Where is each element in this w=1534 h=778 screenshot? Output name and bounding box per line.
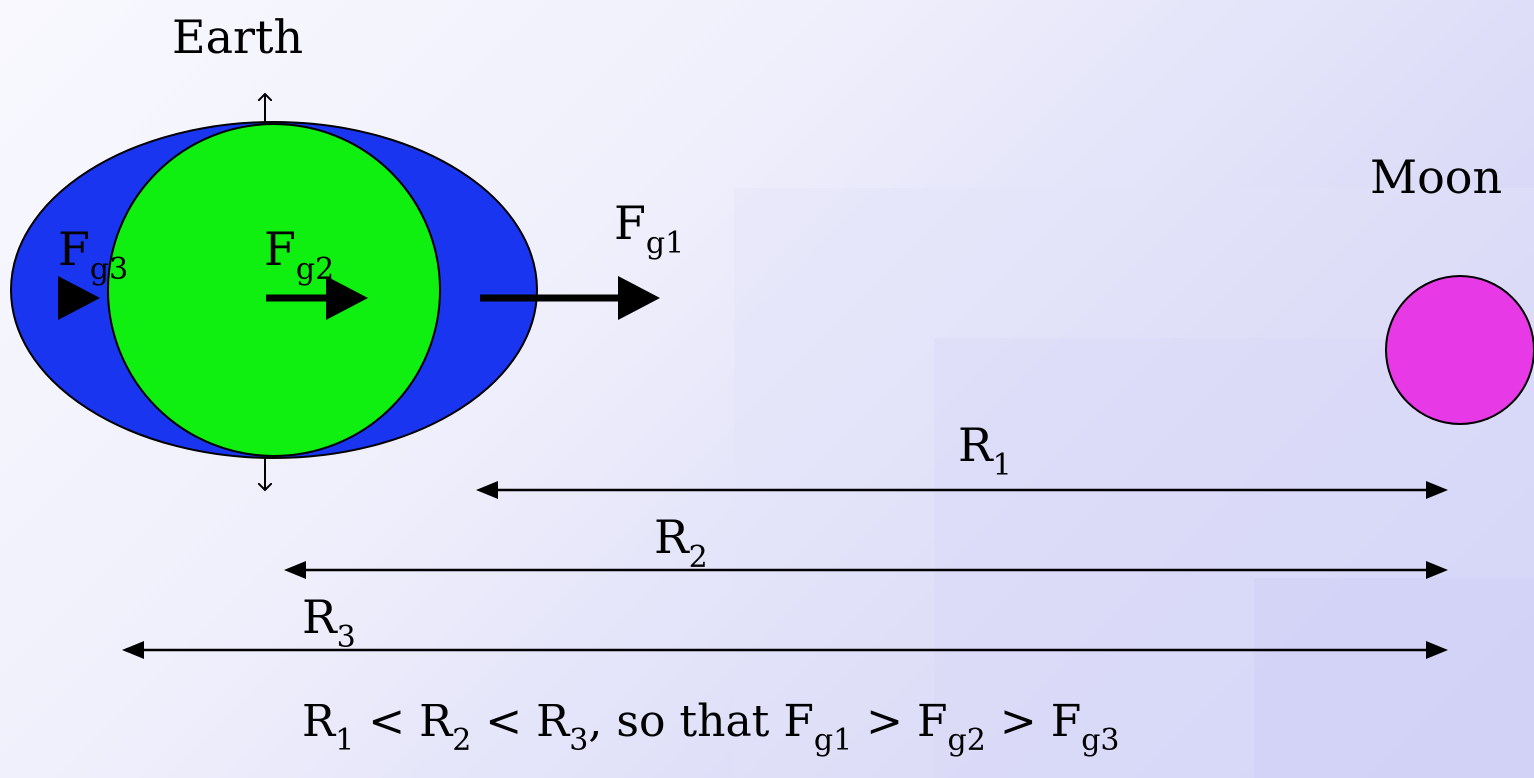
conclusion-text: R1 < R2 < R3, so that Fg1 > Fg2 > Fg3 <box>302 700 1120 756</box>
conclusion-r2: R <box>419 696 453 747</box>
conclusion-f1: F <box>783 696 814 747</box>
conclusion-f3: F <box>1050 696 1082 747</box>
fg2-arrow <box>266 276 368 320</box>
fg3-symbol: F <box>58 222 90 276</box>
r2-subscript: 2 <box>688 540 708 575</box>
fg3-subscript: g3 <box>89 252 129 287</box>
fg2-subscript: g2 <box>295 252 335 287</box>
conclusion-lt2: < <box>471 696 537 747</box>
r2-label: R2 <box>654 514 708 573</box>
fg2-symbol: F <box>264 222 296 276</box>
fg3-label: Fg3 <box>58 226 128 285</box>
r2-symbol: R <box>654 510 689 564</box>
conclusion-r1: R <box>302 696 336 747</box>
conclusion-r3-sub: 3 <box>569 723 589 758</box>
r1-subscript: 1 <box>992 448 1012 483</box>
conclusion-gt2: > <box>985 696 1051 747</box>
conclusion-f2: F <box>917 696 948 747</box>
fg3-arrow <box>58 276 100 320</box>
r1-distance-line <box>476 481 1448 499</box>
moon-body <box>1385 275 1534 425</box>
r2-distance-line <box>284 561 1448 579</box>
r1-symbol: R <box>958 418 993 472</box>
earth-solid-body <box>107 123 441 457</box>
fg1-label: Fg1 <box>614 200 684 259</box>
r3-subscript: 3 <box>336 620 356 655</box>
moon-label: Moon <box>1370 150 1503 204</box>
r3-distance-line <box>122 641 1448 659</box>
r1-label: R1 <box>958 422 1012 481</box>
r3-label: R3 <box>302 594 356 653</box>
earth-label: Earth <box>172 10 304 64</box>
r3-symbol: R <box>302 590 337 644</box>
conclusion-r2-sub: 2 <box>452 723 472 758</box>
conclusion-r3: R <box>536 696 570 747</box>
conclusion-gt1: > <box>852 696 918 747</box>
conclusion-lt1: < <box>354 696 420 747</box>
conclusion-r1-sub: 1 <box>335 723 355 758</box>
conclusion-f3-sub: g3 <box>1081 723 1120 758</box>
conclusion-f1-sub: g1 <box>813 723 853 758</box>
fg1-arrow <box>480 276 660 320</box>
fg1-symbol: F <box>614 196 646 250</box>
conclusion-f2-sub: g2 <box>947 723 986 758</box>
fg1-subscript: g1 <box>645 226 685 261</box>
fg2-label: Fg2 <box>264 226 334 285</box>
conclusion-mid: , so that <box>588 696 784 747</box>
